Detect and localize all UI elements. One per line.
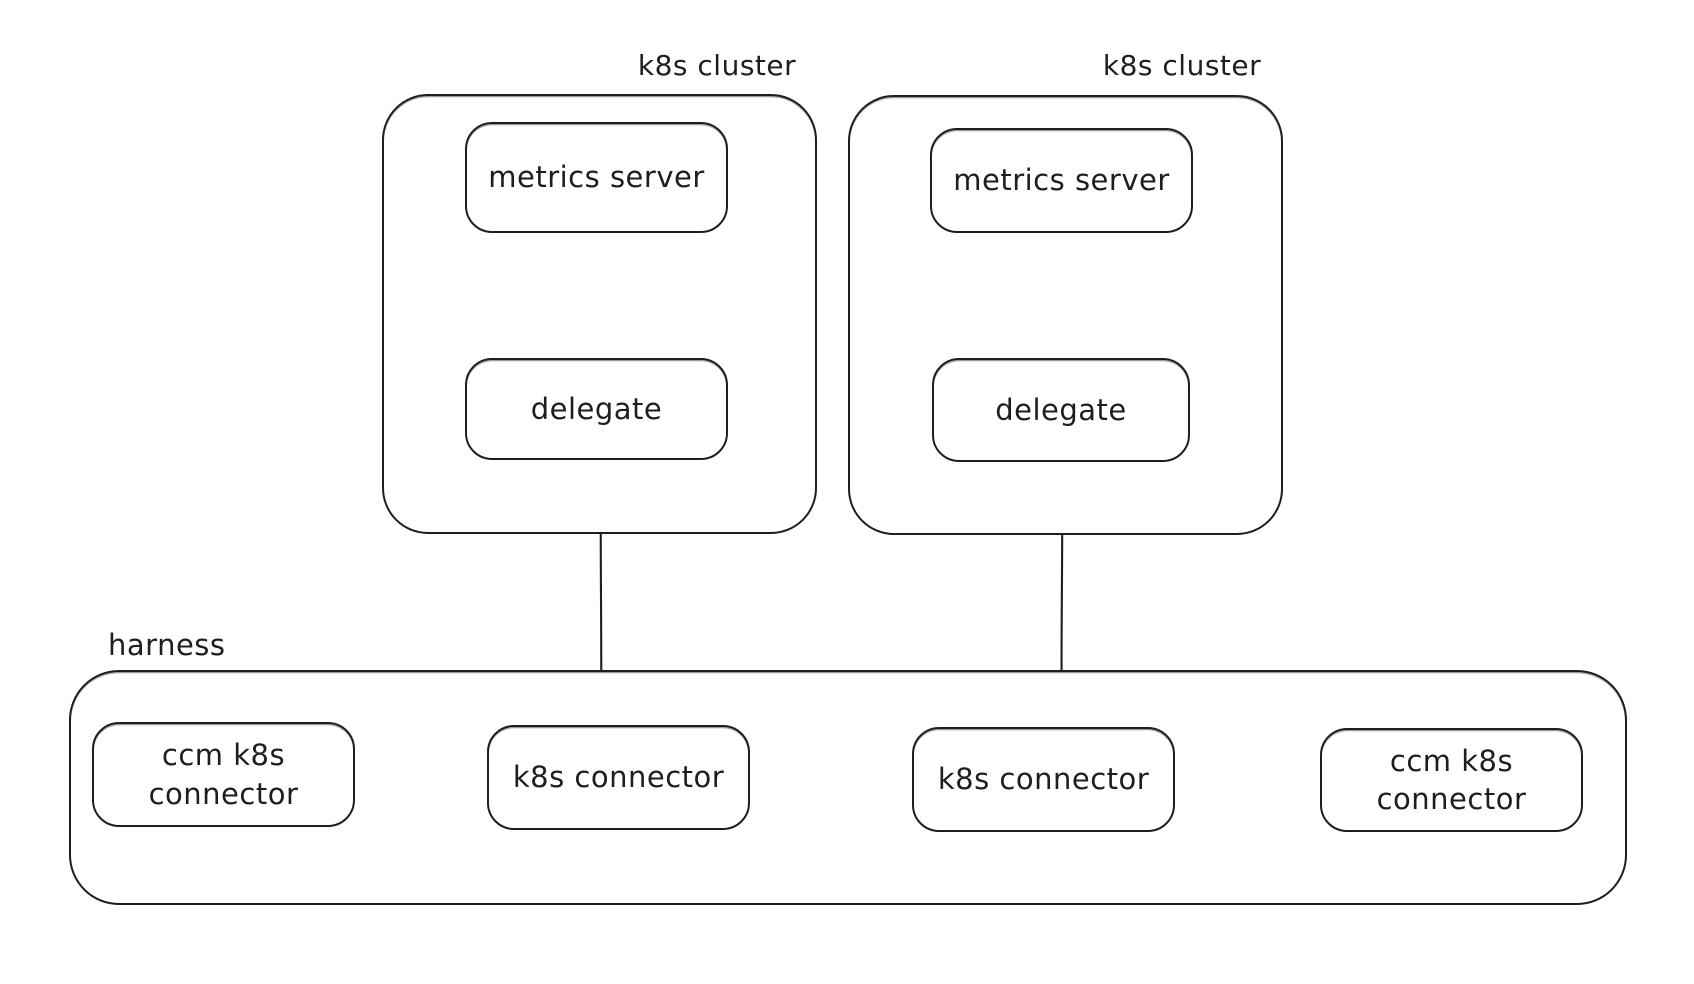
delegate-2-label: delegate xyxy=(995,392,1127,427)
k8s-connector-1-label: k8s connector xyxy=(512,760,725,795)
delegate-2-box: delegate xyxy=(932,358,1190,462)
metrics-server-1-label: metrics server xyxy=(488,160,705,195)
ccm-k8s-connector-2-label: ccm k8s connector xyxy=(1376,743,1527,816)
metrics-server-2-label: metrics server xyxy=(953,163,1170,198)
metrics-server-2-box: metrics server xyxy=(930,128,1193,233)
harness-label: harness xyxy=(108,628,226,662)
k8s-connector-1-box: k8s connector xyxy=(487,725,750,830)
ccm-k8s-connector-1-box: ccm k8s connector xyxy=(92,722,355,827)
k8s-connector-2-label: k8s connector xyxy=(937,762,1150,797)
ccm-k8s-connector-2-box: ccm k8s connector xyxy=(1320,728,1583,832)
cluster-2-label: k8s cluster xyxy=(1102,49,1262,82)
cluster-1-label: k8s cluster xyxy=(637,49,797,82)
delegate-1-box: delegate xyxy=(465,358,728,460)
ccm-k8s-connector-1-label: ccm k8s connector xyxy=(148,738,299,811)
k8s-connector-2-box: k8s connector xyxy=(912,727,1175,832)
delegate-1-label: delegate xyxy=(530,391,663,426)
metrics-server-1-box: metrics server xyxy=(465,122,728,233)
